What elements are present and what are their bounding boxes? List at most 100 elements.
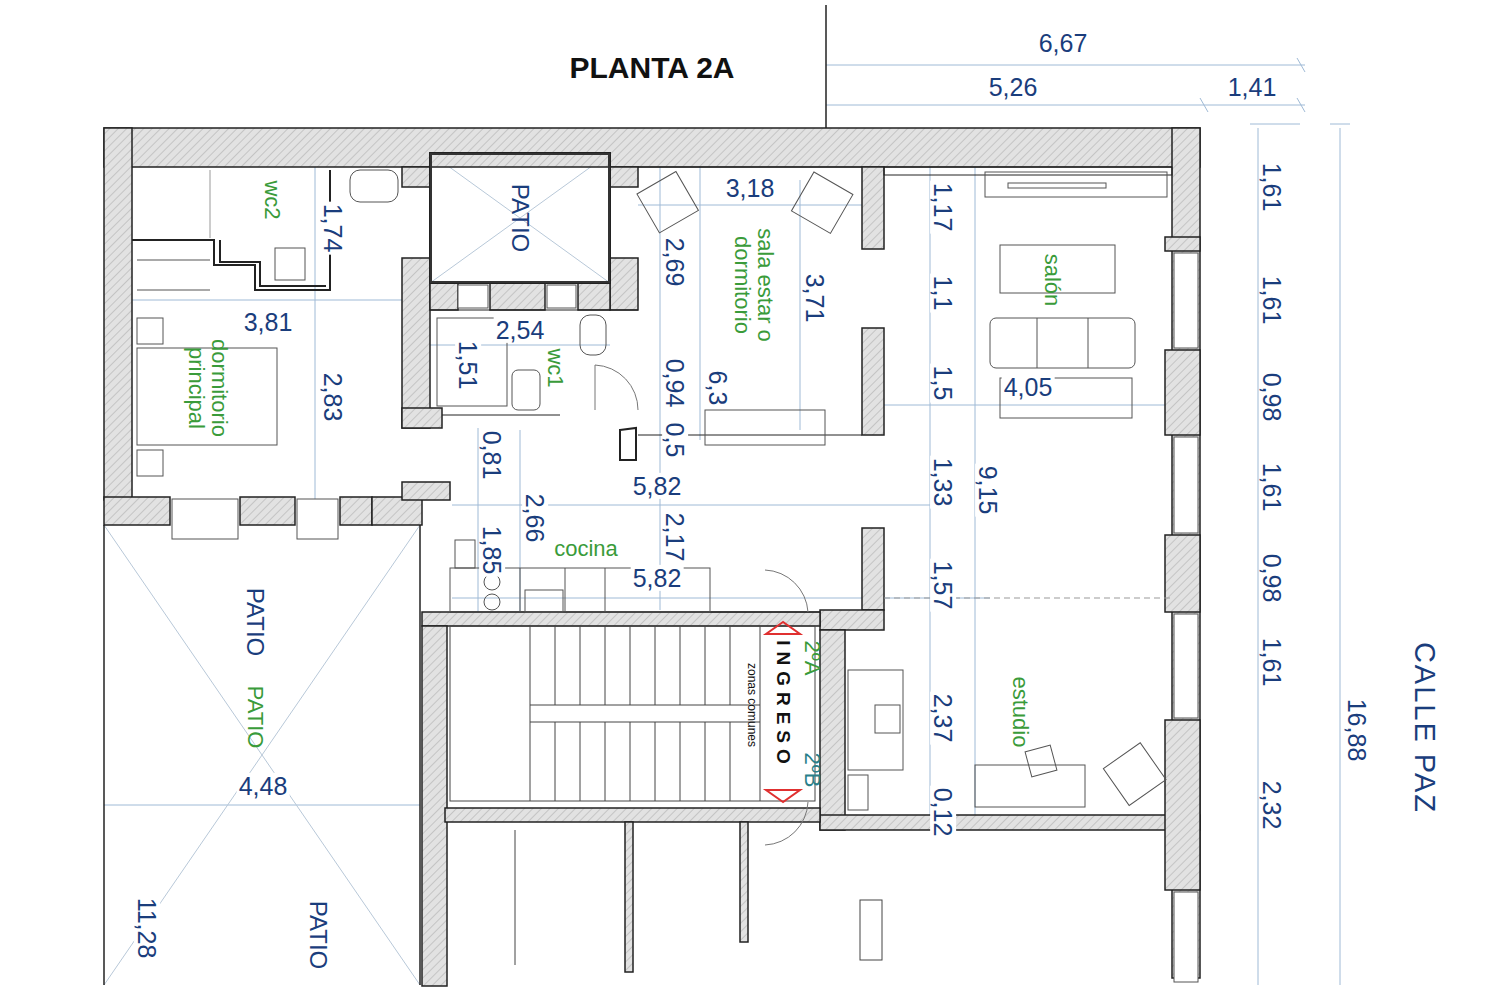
stairs-part [705, 626, 706, 705]
furniture-part [848, 775, 868, 810]
dimension-lines-part [520, 430, 521, 612]
stairs-part [655, 722, 656, 801]
walls-part [1165, 350, 1200, 435]
stairs-part [860, 900, 882, 960]
dimension-lines-part [1297, 58, 1305, 72]
dimension-value: 1,61 [1259, 636, 1285, 689]
dimension-value: 2,37 [930, 692, 956, 745]
node-text: PATIO [506, 184, 534, 252]
patio-outline-part [430, 153, 610, 283]
room-name: cocina [552, 537, 620, 560]
patio-outline-part [104, 525, 420, 985]
walls-part [422, 626, 447, 986]
stairs-part [530, 626, 531, 801]
door-swings-part [620, 428, 636, 460]
dimension-value: 3,81 [242, 309, 295, 335]
stairs-part [530, 705, 760, 706]
plan-title: PLANTA 2A [570, 51, 735, 85]
furniture-part [520, 568, 521, 612]
dimension-lines-part [1250, 124, 1300, 125]
dimension-lines-part [132, 300, 402, 301]
stairs-part [680, 626, 681, 705]
furniture-part [137, 450, 163, 476]
door-swings-part [595, 365, 596, 410]
dimension-value: 0,94 [662, 357, 688, 410]
dimension-lines-part [1340, 128, 1341, 985]
dimension-value: 11,28 [134, 896, 160, 961]
dimension-value: 2,66 [522, 492, 548, 545]
walls-part [862, 528, 884, 610]
dimension-value: 0,81 [479, 429, 505, 482]
walls-part [402, 167, 430, 187]
street-name: CALLE PAZ [1410, 640, 1440, 816]
dimension-value: 9,15 [975, 464, 1001, 517]
walls-part [625, 822, 633, 972]
stairs-part [555, 626, 556, 705]
walls-part [490, 283, 545, 310]
walls-part [862, 167, 884, 249]
dimension-value: 0,5 [662, 421, 688, 460]
dimension-value: 2,83 [320, 371, 346, 424]
walls-part [578, 283, 610, 310]
stairs-part [605, 626, 606, 705]
furniture-part [512, 370, 540, 410]
interior-partitions-part [430, 310, 638, 311]
walls-part [104, 128, 1200, 167]
stairs-part [760, 626, 761, 801]
walls-part [402, 408, 442, 428]
windows-part [1174, 437, 1198, 533]
walls-part [1165, 535, 1200, 612]
furniture-part [455, 540, 475, 568]
dimension-lines-part [800, 180, 801, 430]
dimension-value: 5,82 [631, 565, 684, 591]
dimension-value: 2,69 [662, 236, 688, 289]
door-swings-part [765, 802, 808, 845]
walls-part [820, 630, 845, 830]
stairs-part [530, 722, 760, 723]
walls-part [445, 808, 820, 822]
dimension-value: 5,26 [987, 74, 1040, 100]
entrance-markers-part [766, 622, 800, 634]
walls-part [372, 497, 422, 525]
dimension-lines-part [826, 105, 1305, 106]
dimension-value: 3,71 [802, 272, 828, 325]
windows-part [1174, 614, 1198, 718]
walls-part [402, 482, 450, 500]
dimension-value: 1,61 [1259, 461, 1285, 514]
interior-partitions-part [884, 598, 1172, 599]
dimension-lines [104, 58, 1350, 985]
windows [172, 253, 1198, 982]
stairs-part [705, 722, 706, 801]
interior-partitions-part [442, 415, 560, 416]
stairs-part [580, 722, 581, 801]
walls-part [240, 497, 295, 525]
entrance-markers-part [766, 790, 800, 802]
dimension-lines-part [638, 205, 862, 206]
walls [104, 128, 1200, 986]
dimension-value: 2,54 [494, 317, 547, 343]
room-name: sala estar o dormitorio [731, 206, 777, 364]
dimension-value: 1,61 [1259, 161, 1285, 214]
room-name: estudio [1008, 675, 1031, 750]
stairs-part [515, 830, 516, 965]
dimension-value: 4,48 [237, 773, 290, 799]
furniture-part [1025, 745, 1057, 777]
dimension-value: 5,82 [631, 473, 684, 499]
furniture-part [484, 574, 500, 590]
dimension-value: 16,88 [1344, 697, 1370, 764]
stairs-part [730, 626, 731, 705]
dimension-value: 1,74 [320, 202, 346, 255]
dimension-value: 4,05 [1002, 374, 1055, 400]
windows-part [172, 499, 238, 539]
room-name: salón [1040, 252, 1063, 309]
walls-part [1165, 720, 1200, 890]
dimension-value: 1,33 [930, 456, 956, 509]
furniture-part [791, 172, 852, 233]
door-swings-part [765, 570, 808, 612]
furniture-part [565, 568, 566, 612]
furniture-part [137, 318, 163, 344]
room-name: dormitorio principal [185, 319, 231, 457]
dimension-lines-part [660, 167, 661, 610]
walls-part [104, 497, 170, 525]
walls-part [402, 258, 430, 428]
